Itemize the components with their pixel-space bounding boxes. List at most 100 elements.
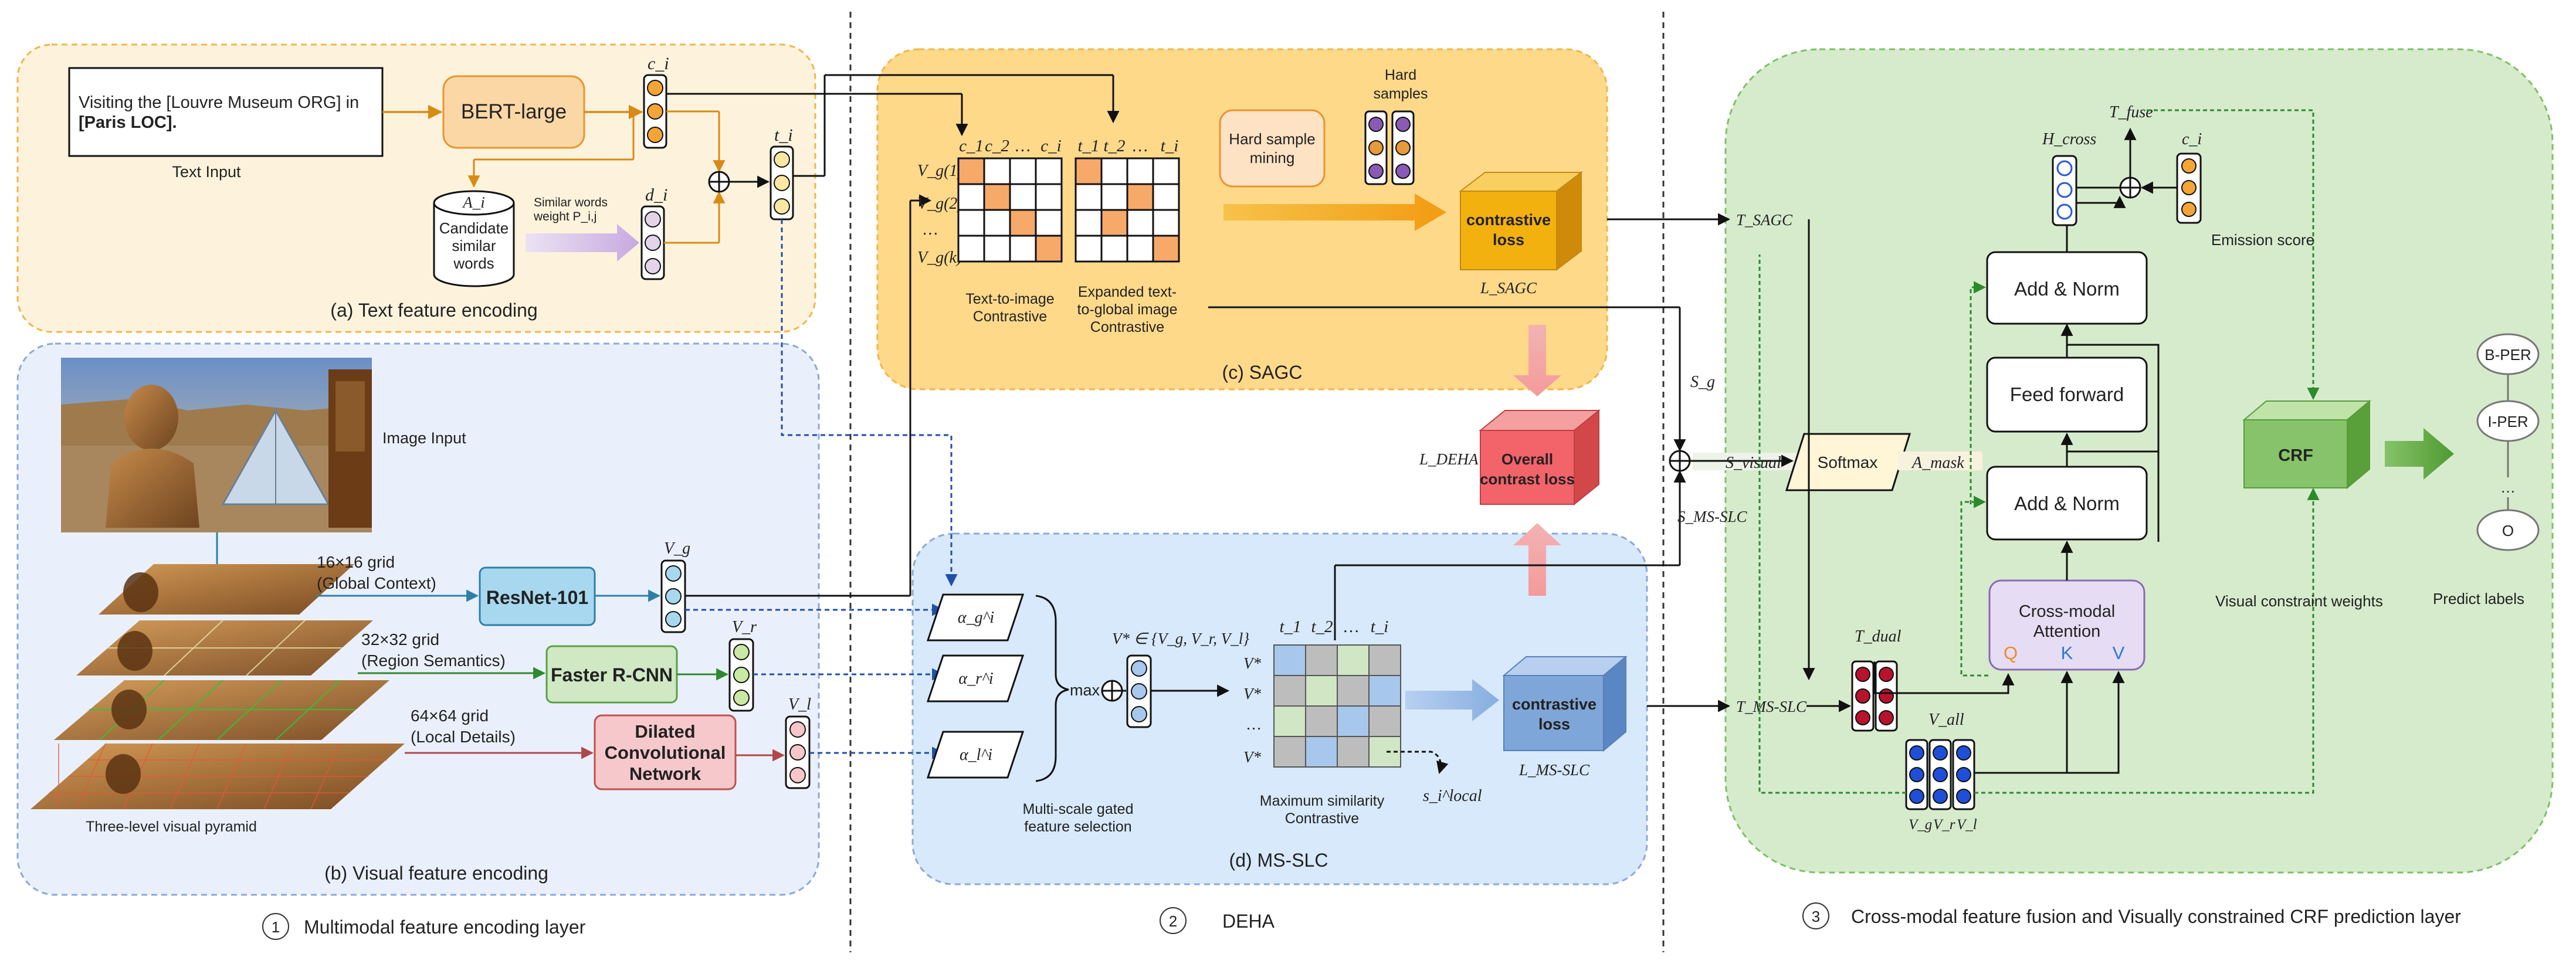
visual-weights-label: Visual constraint weights	[2215, 592, 2383, 610]
grid-16-label-1: 16×16 grid	[317, 553, 395, 571]
gate-l-label: α_l^i	[960, 746, 992, 764]
candidate-words-database	[433, 190, 515, 287]
mslc-loss-label-1: contrastive	[1512, 695, 1597, 713]
text-panel-title: (a) Text feature encoding	[330, 300, 537, 321]
image-input-caption: Image Input	[382, 429, 466, 447]
gate-g	[926, 593, 1025, 641]
dilated-conv-label-2: Convolutional	[605, 742, 726, 763]
vl-vector	[785, 715, 811, 789]
text-input-caption: Text Input	[172, 163, 241, 181]
sagc-row-2: V_g(2)	[917, 195, 963, 213]
sagc-row-4: V_g(k)	[917, 249, 962, 267]
mslc-matrix	[1273, 644, 1401, 768]
attention-label-1: Cross-modal	[2019, 602, 2115, 621]
mslc-blue-arrow	[1405, 679, 1499, 721]
bert-large-label: BERT-large	[461, 100, 567, 123]
gate-l	[926, 731, 1025, 779]
grid-16-label-2: (Global Context)	[317, 574, 436, 592]
hard-samples-label-1: Hard	[1385, 67, 1416, 83]
fusion-ci-vector	[2176, 152, 2202, 224]
grid-32-label-2: (Region Semantics)	[361, 651, 506, 670]
v-all-label: V_all	[1928, 711, 1964, 729]
sagc-m1-col-2: c_2	[985, 137, 1009, 155]
visual-pyramid	[30, 564, 405, 810]
sagc-m1-col-3: …	[1015, 137, 1031, 155]
ci-vector	[643, 74, 667, 149]
vstar-vector	[1126, 654, 1152, 728]
crf-label: CRF	[2278, 446, 2313, 465]
max-label: max	[1070, 681, 1100, 699]
mslc-col-3: …	[1344, 617, 1359, 636]
mslc-panel-title: (d) MS-SLC	[1229, 850, 1328, 871]
q-label: Q	[2004, 643, 2018, 663]
mslc-row-1: V*	[1243, 654, 1261, 672]
mslc-loss-label-2: loss	[1538, 715, 1570, 733]
attention-label-2: Attention	[2033, 622, 2100, 641]
mslc-matrix-caption-2: Contrastive	[1285, 810, 1359, 827]
gate-r	[926, 654, 1025, 702]
dilated-conv-label-3: Network	[629, 763, 701, 784]
emission-score-label: Emission score	[2211, 231, 2314, 249]
resnet-label: ResNet-101	[486, 587, 588, 608]
vg-vector	[660, 559, 686, 633]
sagc-loss-name: L_SAGC	[1480, 279, 1537, 297]
v-all-part-r: V_r	[1933, 817, 1955, 833]
text-fusion-plus	[708, 171, 730, 193]
vl-label: V_l	[788, 695, 811, 714]
k-label: K	[2061, 643, 2073, 663]
layer2-title: DEHA	[1222, 911, 1275, 932]
vg-label: V_g	[664, 539, 690, 558]
v-all-vectors	[1905, 739, 1975, 810]
db-ai-label: A_i	[462, 194, 485, 211]
v-all-part-l: V_l	[1957, 817, 1977, 833]
sagc-m1-col-4: c_i	[1040, 137, 1061, 155]
fuse-plus	[2119, 176, 2141, 199]
sagc-m2-caption-3: Contrastive	[1090, 319, 1164, 335]
crf-output-arrow	[2385, 428, 2454, 480]
sg-label: S_g	[1690, 373, 1715, 391]
h-cross-vector	[2052, 155, 2077, 226]
sagc-matrix-2	[1075, 157, 1180, 263]
s-msslc-label: S_MS-SLC	[1677, 508, 1747, 525]
v-all-part-g: V_g	[1909, 817, 1932, 833]
mslc-loss-name: L_MS-SLC	[1519, 761, 1590, 779]
crf-cube	[2242, 399, 2371, 490]
predict-labels-caption: Predict labels	[2433, 590, 2524, 607]
softmax-box	[1785, 433, 1911, 491]
hard-samples-vectors	[1364, 110, 1415, 185]
t-msslc-label: T_MS-SLC	[1736, 698, 1807, 715]
di-vector	[640, 205, 665, 280]
feed-forward-label: Feed forward	[2010, 383, 2124, 405]
db-text-2: similar	[452, 237, 496, 254]
mslc-col-2: t_2	[1311, 617, 1333, 636]
ci-label: c_i	[648, 54, 669, 73]
mslc-col-4: t_i	[1371, 617, 1389, 636]
layer2-circle	[1160, 907, 1187, 934]
di-label: d_i	[645, 185, 667, 205]
s-local-label: s_i^local	[1423, 787, 1482, 805]
hard-samples-label-2: samples	[1373, 86, 1428, 102]
sagc-m2-col-3: …	[1133, 137, 1148, 155]
v-label: V	[2113, 643, 2125, 663]
ti-label: t_i	[774, 125, 793, 145]
hard-mining-box	[1219, 109, 1326, 188]
s-visual-label: S_visual	[1726, 454, 1781, 472]
purple-arrow	[526, 224, 639, 262]
t-dual-label: T_dual	[1855, 627, 1902, 646]
hard-mining-label-1: Hard sample	[1229, 130, 1315, 148]
sagc-row-3: …	[923, 220, 938, 239]
similar-words-label-2: weight P_i,j	[533, 210, 596, 223]
label-bper-text: B-PER	[2485, 346, 2531, 364]
sagc-m2-col-2: t_2	[1103, 137, 1125, 155]
sagc-to-overall-arrow	[1513, 325, 1561, 396]
sagc-m2-caption-2: to-global image	[1077, 301, 1178, 318]
layer1-circle	[262, 913, 289, 940]
sagc-m2-caption-1: Expanded text-	[1078, 284, 1177, 300]
dilated-conv-label-1: Dilated	[635, 721, 695, 742]
grid-32-label-1: 32×32 grid	[361, 630, 439, 649]
layer3-num: 3	[1812, 908, 1820, 925]
faster-rcnn-label: Faster R-CNN	[551, 664, 673, 685]
a-mask-band	[1898, 452, 1982, 470]
hard-mining-label-2: mining	[1250, 149, 1295, 167]
gated-caption-1: Multi-scale gated	[1023, 801, 1134, 817]
